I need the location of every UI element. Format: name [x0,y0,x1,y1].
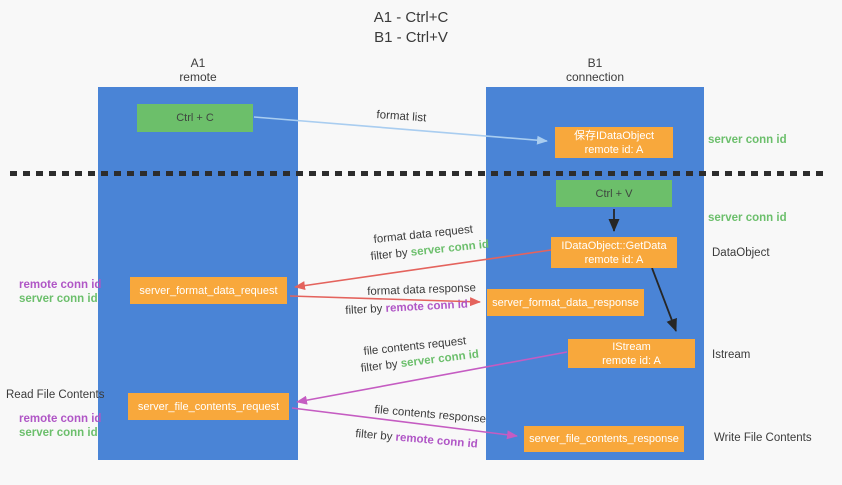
right-server-conn-id-2: server conn id [708,212,787,224]
node-getdata-line2: remote id: A [584,253,644,266]
node-server-format-data-response: server_format_data_response [487,289,644,316]
filter-by-text: filter by [354,427,393,444]
lane-header-a1: A1 remote [98,56,298,84]
lane-a1-role: remote [179,70,217,84]
node-istream-line2: remote id: A [602,354,661,367]
node-istream-line1: IStream [612,340,651,353]
remote-conn-id-text: remote conn id [385,298,469,315]
node-ctrl-c-label: Ctrl + C [176,112,214,124]
node-getdata-line1: IDataObject::GetData [561,239,667,252]
node-ctrl-v-label: Ctrl + V [595,187,633,200]
filter-by-text: filter by [345,303,383,317]
node-save-dataobject-line2: remote id: A [584,143,644,156]
node-server-format-data-response-label: server_format_data_response [492,296,639,309]
node-save-dataobject: 保存IDataObject remote id: A [555,127,673,158]
format-list-label: format list [376,108,427,125]
node-ctrl-c: Ctrl + C [137,104,253,132]
format-data-response-filter-label: filter by remote conn id [345,298,468,318]
title-line-1: A1 - Ctrl+C [373,9,449,26]
left-remote-conn-id-1: remote conn id [19,279,102,291]
page-title: A1 - Ctrl+C B1 - Ctrl+V [330,8,492,48]
node-server-format-data-request: server_format_data_request [130,277,287,304]
lane-header-b1: B1 connection [486,56,704,84]
node-ctrl-v: Ctrl + V [556,180,672,207]
node-server-file-contents-request-label: server_file_contents_request [137,400,280,413]
format-data-response-label: format data response [367,282,477,298]
title-line-2: B1 - Ctrl+V [374,29,448,46]
dataobject-label: DataObject [712,247,770,259]
left-server-conn-id-2: server conn id [19,427,98,439]
left-remote-conn-id-2: remote conn id [19,413,102,425]
node-istream: IStream remote id: A [568,339,695,368]
file-contents-response-label: file contents response [373,403,487,426]
node-idataobject-getdata: IDataObject::GetData remote id: A [551,237,677,268]
filter-by-text: filter by [360,358,399,375]
left-server-conn-id-1: server conn id [19,293,98,305]
read-file-contents-label: Read File Contents [6,389,105,401]
node-server-file-contents-request: server_file_contents_request [128,393,289,420]
node-server-file-contents-response-label: server_file_contents_response [529,433,679,445]
remote-conn-id-text: remote conn id [394,431,479,451]
istream-side-label: Istream [712,349,751,361]
dotted-divider [10,171,826,176]
right-server-conn-id-1: server conn id [708,134,787,146]
node-server-format-data-request-label: server_format_data_request [139,284,278,297]
lane-b1-role: connection [565,70,625,84]
write-file-contents-label: Write File Contents [714,432,812,444]
file-contents-response-filter-label: filter by remote conn id [355,427,478,452]
filter-by-text: filter by [370,247,409,263]
lane-b1-id: B1 [587,56,603,70]
lane-a1-id: A1 [190,56,206,70]
node-server-file-contents-response: server_file_contents_response [524,426,684,452]
node-save-dataobject-line1: 保存IDataObject [573,129,655,142]
